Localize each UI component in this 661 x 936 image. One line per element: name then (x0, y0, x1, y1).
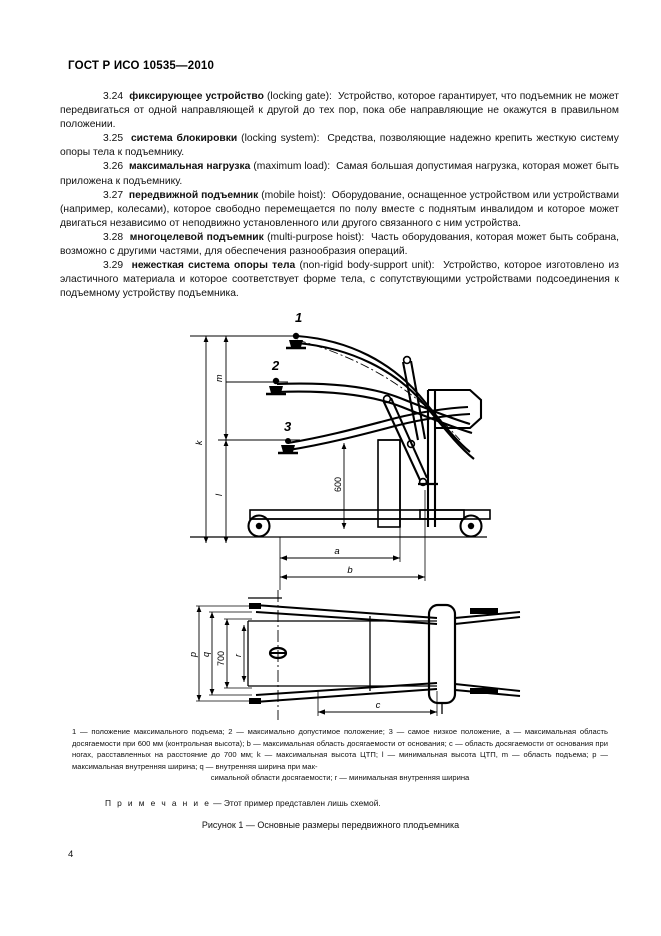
term-ru: система блокировки (130, 133, 238, 145)
clause-number: 3.28 (103, 231, 124, 243)
label-dimension-a: a (334, 546, 339, 557)
definition-text: Самая большая допустимая нагрузка, котор… (60, 161, 619, 187)
definition-text: Средства, позволяющие надежно крепить же… (60, 133, 619, 159)
term-en: (maximum load): (253, 161, 331, 173)
definition-paragraph-3-28: 3.28 многоцелевой подъемник (multi-purpo… (60, 231, 619, 259)
figure-note: П р и м е ч а н и е — Этот пример предст… (105, 798, 381, 808)
term-en: (locking system): (241, 133, 320, 145)
term-en: (multi-purpose hoist): (267, 231, 365, 243)
definition-paragraph-3-26: 3.26 максимальная нагрузка (maximum load… (60, 160, 619, 188)
document-header-title: ГОСТ Р ИСО 10535—2010 (68, 60, 215, 72)
plan-view-pivot-marker (268, 646, 288, 660)
definition-paragraph-3-24: 3.24 фиксирующее устройство (locking gat… (60, 90, 619, 132)
definition-text: Оборудование, оснащенное устройством или… (60, 189, 619, 229)
term-en: (mobile hoist): (261, 189, 326, 201)
plan-view-handles (454, 608, 521, 697)
definition-text: Устройство, которое изготовлено из эласт… (60, 260, 619, 300)
dimension-line-600 (341, 443, 347, 529)
dimension-line-b (280, 490, 426, 581)
definition-text: Устройство, которое гарантирует, что под… (60, 91, 619, 131)
hoist-actuator (382, 355, 438, 487)
term-ru: максимальная нагрузка (129, 161, 251, 173)
body-text-block: 3.24 фиксирующее устройство (locking gat… (60, 90, 619, 301)
term-en: (non-rigid body-support unit): (299, 260, 435, 272)
dimension-line-700 (224, 618, 252, 689)
figure-legend-main: 1 — положение максимального подъема; 2 —… (72, 727, 608, 771)
definition-text: Часть оборудования, которая может быть с… (60, 231, 619, 258)
clause-number: 3.29 (103, 260, 124, 272)
label-dimension-700: 700 (216, 651, 226, 666)
clause-number: 3.24 (103, 91, 124, 102)
plan-view-legs (249, 603, 438, 704)
term-ru: передвижной подъемник (128, 189, 259, 201)
label-dimension-c: c (376, 700, 381, 711)
definition-paragraph-3-25: 3.25 система блокировки (locking system)… (60, 132, 619, 160)
hoist-castor-wheels (247, 514, 483, 538)
figure-legend-last-line: симальной области досягаемости; r — мини… (210, 773, 470, 783)
dimension-line-q (209, 611, 252, 696)
label-dimension-q: q (201, 652, 211, 657)
note-text: — Этот пример представлен лишь схемой. (213, 798, 381, 808)
hoist-boom-position-2 (266, 377, 473, 435)
note-label: П р и м е ч а н и е (105, 798, 211, 808)
figure-caption: Рисунок 1 — Основные размеры передвижног… (201, 820, 460, 830)
dimension-line-c (317, 691, 438, 716)
clause-number: 3.27 (103, 189, 124, 201)
label-dimension-m: m (214, 374, 224, 382)
plan-view-mast-footprint (427, 603, 457, 714)
term-ru: многоцелевой подъемник (129, 231, 264, 243)
term-en: (locking gate): (267, 91, 332, 102)
label-dimension-r: r (233, 653, 243, 657)
figure-legend: 1 — положение максимального подъема; 2 —… (72, 726, 608, 784)
page-number: 4 (68, 849, 74, 860)
label-dimension-b: b (347, 565, 352, 576)
label-position-1: 1 (295, 310, 302, 325)
label-position-3: 3 (284, 419, 292, 434)
clause-number: 3.26 (103, 161, 124, 173)
clause-number: 3.25 (103, 133, 124, 145)
dimension-line-p (196, 605, 252, 702)
definition-paragraph-3-27: 3.27 передвижной подъемник (mobile hoist… (60, 189, 619, 231)
definition-paragraph-3-29: 3.29 нежесткая система опоры тела (non-r… (60, 259, 619, 301)
label-position-2: 2 (271, 358, 280, 373)
label-dimension-k: k (194, 440, 204, 445)
plan-view-inner-frame (247, 616, 437, 691)
label-dimension-600: 600 (333, 477, 343, 492)
dimension-line-r (241, 625, 247, 682)
dimension-line-k (190, 335, 300, 543)
dimension-line-a (279, 448, 401, 590)
hoist-mast (426, 388, 483, 527)
technical-drawing-figure: 1 2 3 k m l 600 a b p q 700 r c (0, 300, 661, 730)
label-dimension-p: p (188, 652, 198, 658)
hoist-boom-position-3 (278, 405, 471, 455)
term-ru: фиксирующее устройство (129, 91, 264, 102)
label-dimension-l: l (214, 493, 224, 496)
term-ru: нежесткая система опоры тела (131, 260, 296, 272)
